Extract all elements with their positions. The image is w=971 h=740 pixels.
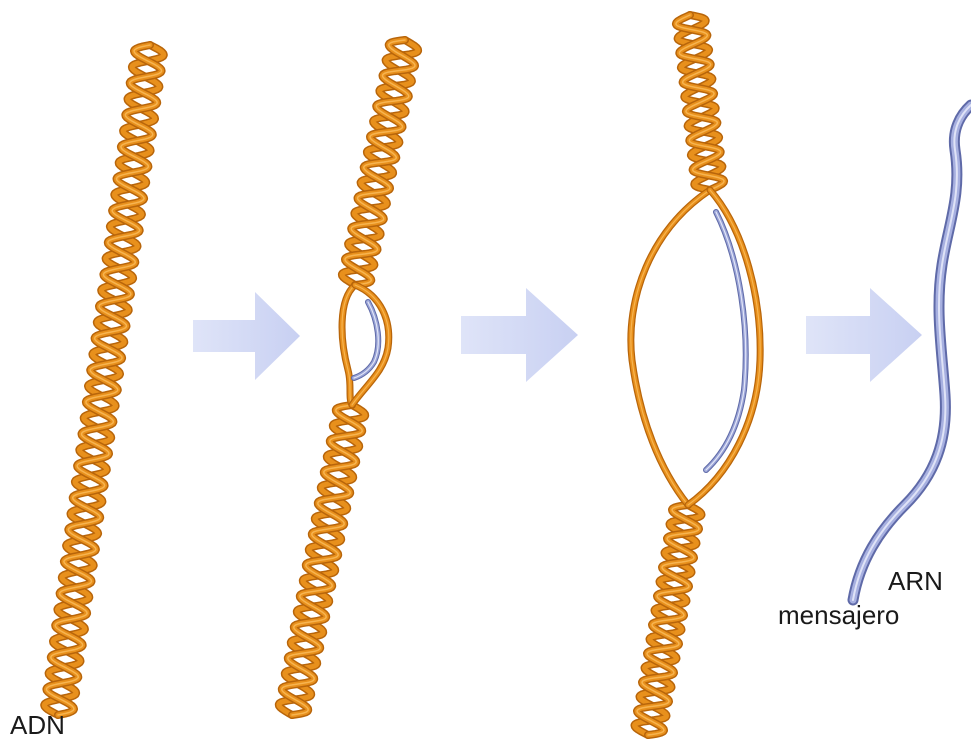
rna3-growing <box>706 212 746 470</box>
rna-label-line2: mensajero <box>778 602 899 628</box>
step-arrow-3 <box>806 288 922 382</box>
dna-helix-intact <box>44 45 164 715</box>
dna-transcription-bubble <box>631 15 760 735</box>
step-arrow-2 <box>461 288 578 382</box>
rna2-short <box>354 302 378 378</box>
step-arrow-1 <box>193 292 300 380</box>
dna-label: ADN <box>10 712 65 738</box>
rna3-growing-outline <box>706 212 746 470</box>
dna3-bubble-left-outline <box>631 190 710 505</box>
rna3-growing-highlight <box>706 212 746 470</box>
rna-label-line1: ARN <box>888 568 943 594</box>
dna3-bubble-left-highlight <box>631 190 710 505</box>
dna3-bubble-left <box>631 190 710 505</box>
dna-helix-opening <box>279 40 418 715</box>
